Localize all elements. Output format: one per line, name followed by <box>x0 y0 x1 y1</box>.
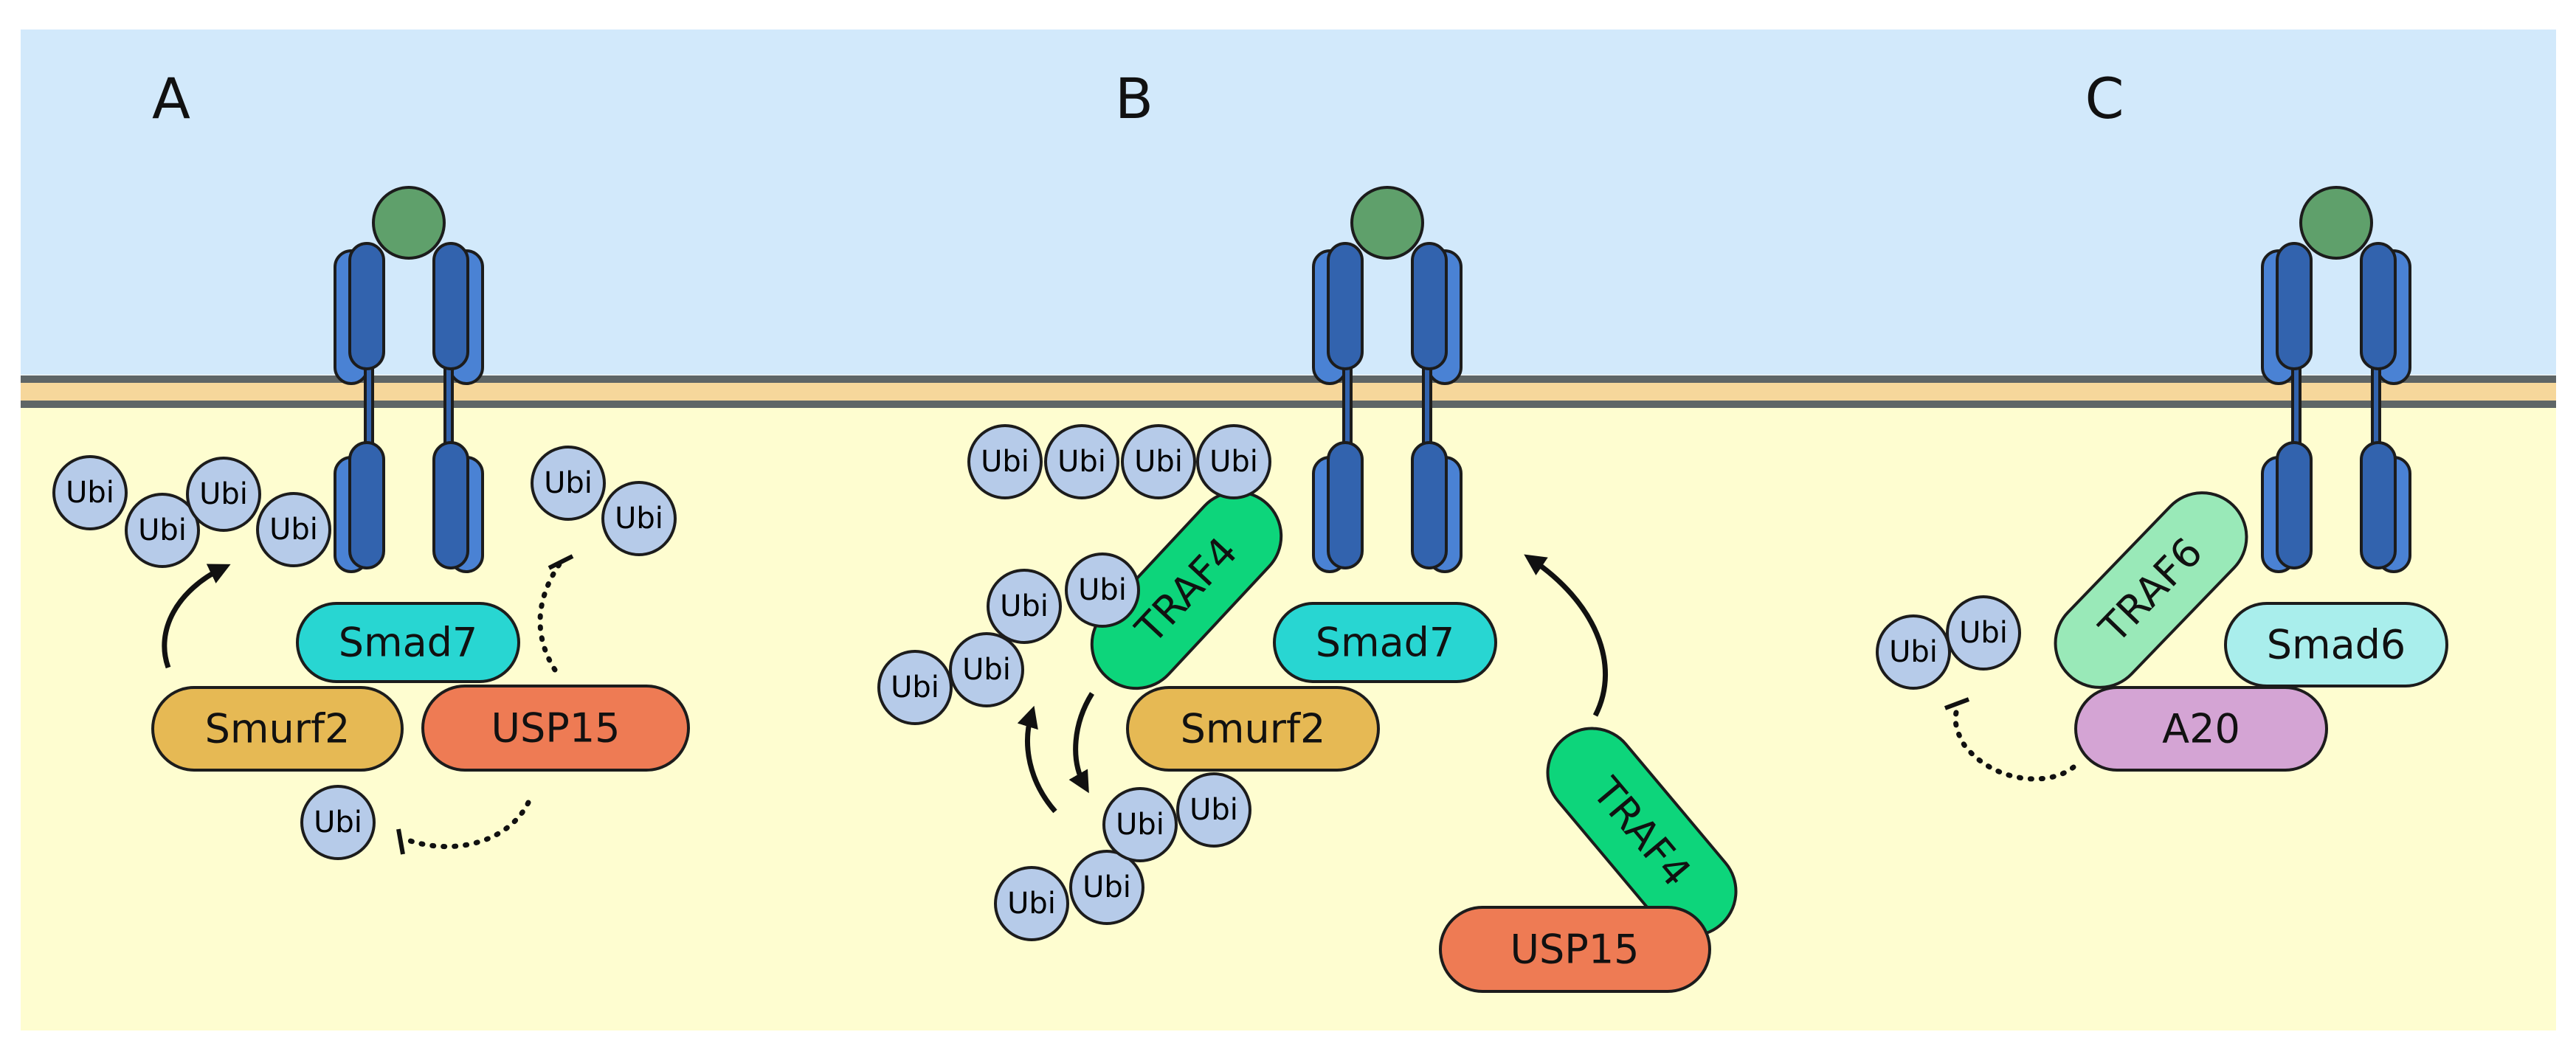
cycle-arrow-b-down <box>1068 692 1094 794</box>
ubi-chain-a-4: Ubi <box>256 492 331 567</box>
deubiquitination-dotted-a-lower <box>407 800 531 850</box>
svg-text:Ubi: Ubi <box>66 476 114 510</box>
ubi-chain-b-top: Ubi Ubi Ubi Ubi <box>967 424 1271 499</box>
deubiquitination-dotted-a-upper <box>537 559 564 673</box>
smurf2-b-label: Smurf2 <box>1181 706 1326 752</box>
svg-text:Ubi: Ubi <box>1007 887 1056 921</box>
ubi-chain-a-3: Ubi <box>186 457 261 532</box>
svg-text:Ubi: Ubi <box>1209 445 1258 479</box>
svg-text:Ubi: Ubi <box>891 671 939 704</box>
ubi-chain-b-bot-1: Ubi <box>994 866 1069 941</box>
svg-text:Ubi: Ubi <box>1057 445 1106 479</box>
smad6-c-label: Smad6 <box>2267 622 2406 668</box>
panel-letter-b: B <box>1115 66 1153 131</box>
inhibition-bar-c <box>1944 697 1970 710</box>
panel-c: Smad6 A20 TRAF6 Ubi Ubi <box>1876 186 2448 782</box>
svg-text:Ubi: Ubi <box>544 466 593 500</box>
ubi-chain-b-top-3: Ubi <box>1121 424 1196 499</box>
ubiquitination-arrow-a <box>162 564 231 669</box>
smurf2-b <box>1126 686 1380 772</box>
svg-text:Ubi: Ubi <box>1078 573 1127 607</box>
ubi-chain-b-mid-3: Ubi <box>987 569 1062 644</box>
ubi-chain-b-top-1: Ubi <box>967 424 1043 499</box>
svg-text:Ubi: Ubi <box>1959 616 2008 650</box>
usp15-a <box>421 685 690 772</box>
smad7-a-label: Smad7 <box>339 620 478 666</box>
ubi-pair-a-2: Ubi <box>601 481 677 556</box>
ubi-chain-b-mid-2: Ubi <box>949 632 1024 707</box>
ubi-chain-a-smurf: Ubi Ubi Ubi Ubi <box>52 455 331 568</box>
traf4-recruitment-arrow-b <box>1524 554 1608 717</box>
svg-text:Ubi: Ubi <box>314 806 362 839</box>
cell-membrane <box>21 379 2556 404</box>
ubi-chain-b-bot-2: Ubi <box>1069 850 1144 925</box>
panel-b: Smad7 Smurf2 TRAF4 TRAF4 USP15 Ubi Ubi U… <box>877 186 1738 993</box>
ubi-chain-a-2: Ubi <box>125 493 200 568</box>
a20-c-label: A20 <box>2162 706 2240 752</box>
svg-text:Ubi: Ubi <box>962 653 1011 687</box>
ubi-chain-b-bottom: Ubi Ubi Ubi Ubi <box>994 772 1251 941</box>
usp15-a-label: USP15 <box>491 705 620 752</box>
deubiquitination-dotted-c <box>1952 707 2076 782</box>
svg-text:Ubi: Ubi <box>615 502 663 536</box>
ligand-a <box>372 186 446 260</box>
svg-text:Ubi: Ubi <box>981 445 1029 479</box>
ubi-chain-a-1: Ubi <box>52 455 128 530</box>
svg-text:Ubi: Ubi <box>199 477 248 511</box>
svg-text:Ubi: Ubi <box>1134 445 1183 479</box>
ubi-pair-a-1: Ubi <box>531 446 606 521</box>
svg-text:Ubi: Ubi <box>138 513 187 547</box>
smad7-b <box>1273 602 1497 683</box>
cycle-arrow-b-up <box>1017 705 1057 814</box>
svg-text:Ubi: Ubi <box>1189 793 1238 827</box>
usp15-b-label: USP15 <box>1510 926 1639 973</box>
inhibition-bar-a-upper <box>548 554 574 570</box>
ubi-single-a: Ubi <box>300 785 376 860</box>
ubi-chain-b-mid-4: Ubi <box>1065 552 1140 628</box>
ubi-chain-b-mid-1: Ubi <box>877 650 953 725</box>
ubi-chain-b-middle: Ubi Ubi Ubi Ubi <box>877 552 1140 725</box>
inhibition-bar-a-lower <box>396 828 405 855</box>
ubi-pair-c-1: Ubi <box>1876 614 1951 690</box>
svg-text:Ubi: Ubi <box>1082 870 1131 904</box>
ubi-pair-a-usp: Ubi Ubi <box>531 446 677 556</box>
a20-c <box>2074 686 2328 772</box>
svg-text:Ubi: Ubi <box>1116 808 1164 842</box>
panel-letter-c: C <box>2085 66 2124 131</box>
ubi-pair-c: Ubi Ubi <box>1876 595 2021 690</box>
svg-text:Ubi: Ubi <box>1000 589 1049 623</box>
smurf2-a-label: Smurf2 <box>205 706 351 752</box>
ubi-chain-b-top-4: Ubi <box>1196 424 1271 499</box>
smad6-c <box>2224 602 2448 687</box>
ubi-chain-b-bot-3: Ubi <box>1102 787 1178 862</box>
ubi-chain-b-bot-4: Ubi <box>1176 772 1251 848</box>
panel-letter-a: A <box>152 66 190 131</box>
ubi-pair-c-2: Ubi <box>1946 595 2021 671</box>
ubi-chain-b-top-2: Ubi <box>1044 424 1119 499</box>
panel-a: Smad7 Smurf2 USP15 Ubi Ubi Ubi Ubi Ubi U… <box>52 186 690 860</box>
svg-text:Ubi: Ubi <box>269 513 318 547</box>
svg-text:Ubi: Ubi <box>1889 635 1938 669</box>
smad7-a <box>296 602 520 683</box>
smurf2-a <box>151 686 404 772</box>
ligand-c <box>2299 186 2373 260</box>
ligand-b <box>1350 186 1424 260</box>
usp15-b <box>1439 906 1711 993</box>
smad7-b-label: Smad7 <box>1316 620 1455 666</box>
